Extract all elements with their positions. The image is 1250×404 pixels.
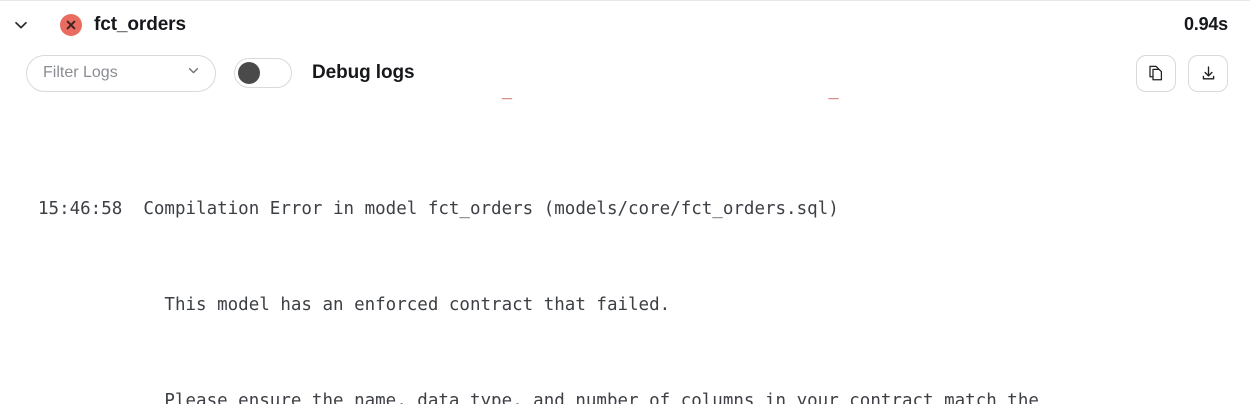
filter-logs-label: Filter Logs <box>43 64 118 81</box>
log-lines: 15:46:58 Compilation Error in model fct_… <box>0 129 1250 404</box>
toggle-knob <box>238 62 260 84</box>
collapse-toggle-button[interactable] <box>6 10 36 40</box>
log-toolbar: Filter Logs Debug logs <box>0 48 1250 98</box>
download-logs-button[interactable] <box>1188 54 1228 92</box>
log-line: 15:46:58 Compilation Error in model fct_… <box>38 199 839 219</box>
debug-logs-label: Debug logs <box>312 62 415 83</box>
debug-logs-toggle[interactable] <box>234 58 292 88</box>
chevron-down-icon <box>12 16 30 34</box>
download-icon <box>1199 64 1218 83</box>
scrolled-off-line: _ _ . <box>0 98 1250 106</box>
filter-logs-select[interactable]: Filter Logs <box>26 54 216 92</box>
log-line: Please ensure the name, data_type, and n… <box>38 391 1039 404</box>
log-output[interactable]: _ _ . 15:46:58 Compilation Error in mode… <box>0 98 1250 404</box>
copy-logs-button[interactable] <box>1136 54 1176 92</box>
chevron-down-icon <box>186 63 201 83</box>
run-header: fct_orders 0.94s <box>0 1 1250 48</box>
log-line: This model has an enforced contract that… <box>38 295 671 315</box>
error-circle-x-icon <box>60 13 82 36</box>
elapsed-time: 0.94s <box>1183 14 1228 34</box>
copy-icon <box>1147 64 1166 83</box>
model-name: fct_orders <box>94 13 186 35</box>
